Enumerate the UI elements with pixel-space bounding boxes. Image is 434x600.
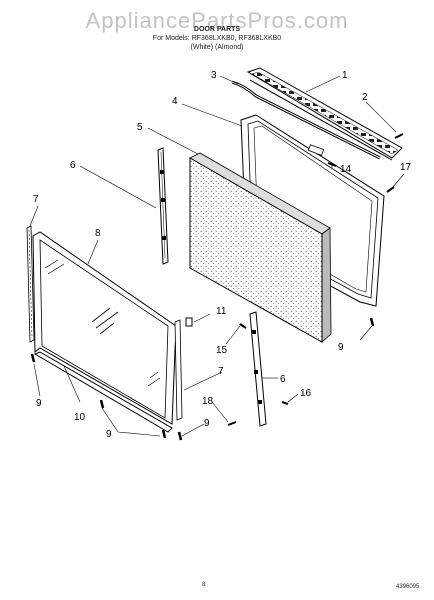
callout-labels: 1 2 3 4 5 6 7 8 9 9 10 9 9 11 14 15 16 1… — [33, 70, 412, 440]
side-strip-part-right — [174, 319, 183, 421]
door-glass-part — [32, 231, 177, 425]
callout-17: 17 — [400, 162, 412, 173]
insulation-part — [189, 152, 332, 343]
door-bracket-part-right — [249, 311, 267, 427]
callout-9b: 9 — [36, 398, 42, 409]
vent-trim-part — [246, 67, 403, 161]
screw-part-18 — [227, 421, 237, 426]
callout-9c: 9 — [106, 429, 112, 440]
callout-5: 5 — [137, 122, 143, 133]
callout-3: 3 — [211, 70, 217, 81]
callout-9: 9 — [338, 342, 344, 353]
screw-part-15 — [239, 323, 247, 329]
leader-lines — [29, 75, 405, 437]
callout-10: 10 — [74, 412, 86, 423]
screw-part-2 — [394, 133, 404, 139]
model-colors: (White) (Almond) — [190, 44, 244, 51]
callout-2: 2 — [362, 92, 368, 103]
callout-1: 1 — [342, 70, 348, 81]
bottom-rail-part — [33, 351, 173, 433]
callout-7: 7 — [33, 194, 39, 205]
clip-part-11 — [185, 317, 193, 327]
callout-18: 18 — [202, 396, 214, 407]
diagram-title: DOOR PARTS — [193, 26, 241, 33]
callout-7b: 7 — [218, 366, 224, 377]
callout-16: 16 — [300, 388, 312, 399]
callout-6b: 6 — [280, 374, 286, 385]
screw-part-9 — [30, 317, 375, 441]
side-strip-part — [26, 225, 35, 343]
screw-part-16 — [281, 401, 289, 405]
callout-8: 8 — [95, 228, 101, 239]
callout-6: 6 — [70, 160, 76, 171]
callout-4: 4 — [172, 96, 178, 107]
door-handle-part — [231, 80, 381, 160]
document-number: 4396095 — [396, 584, 420, 590]
door-bracket-part-left — [157, 147, 169, 265]
callout-11: 11 — [216, 306, 227, 317]
watermark: AppliancePartsPros.com — [85, 8, 349, 33]
page-number: 8 — [202, 582, 206, 588]
callout-9d: 9 — [204, 418, 210, 429]
screw-part-17 — [386, 186, 395, 193]
callout-15: 15 — [216, 345, 228, 356]
callout-14: 14 — [340, 164, 352, 175]
model-numbers: For Models: RF368LXKB0, RF368LXKB0 — [152, 35, 282, 42]
